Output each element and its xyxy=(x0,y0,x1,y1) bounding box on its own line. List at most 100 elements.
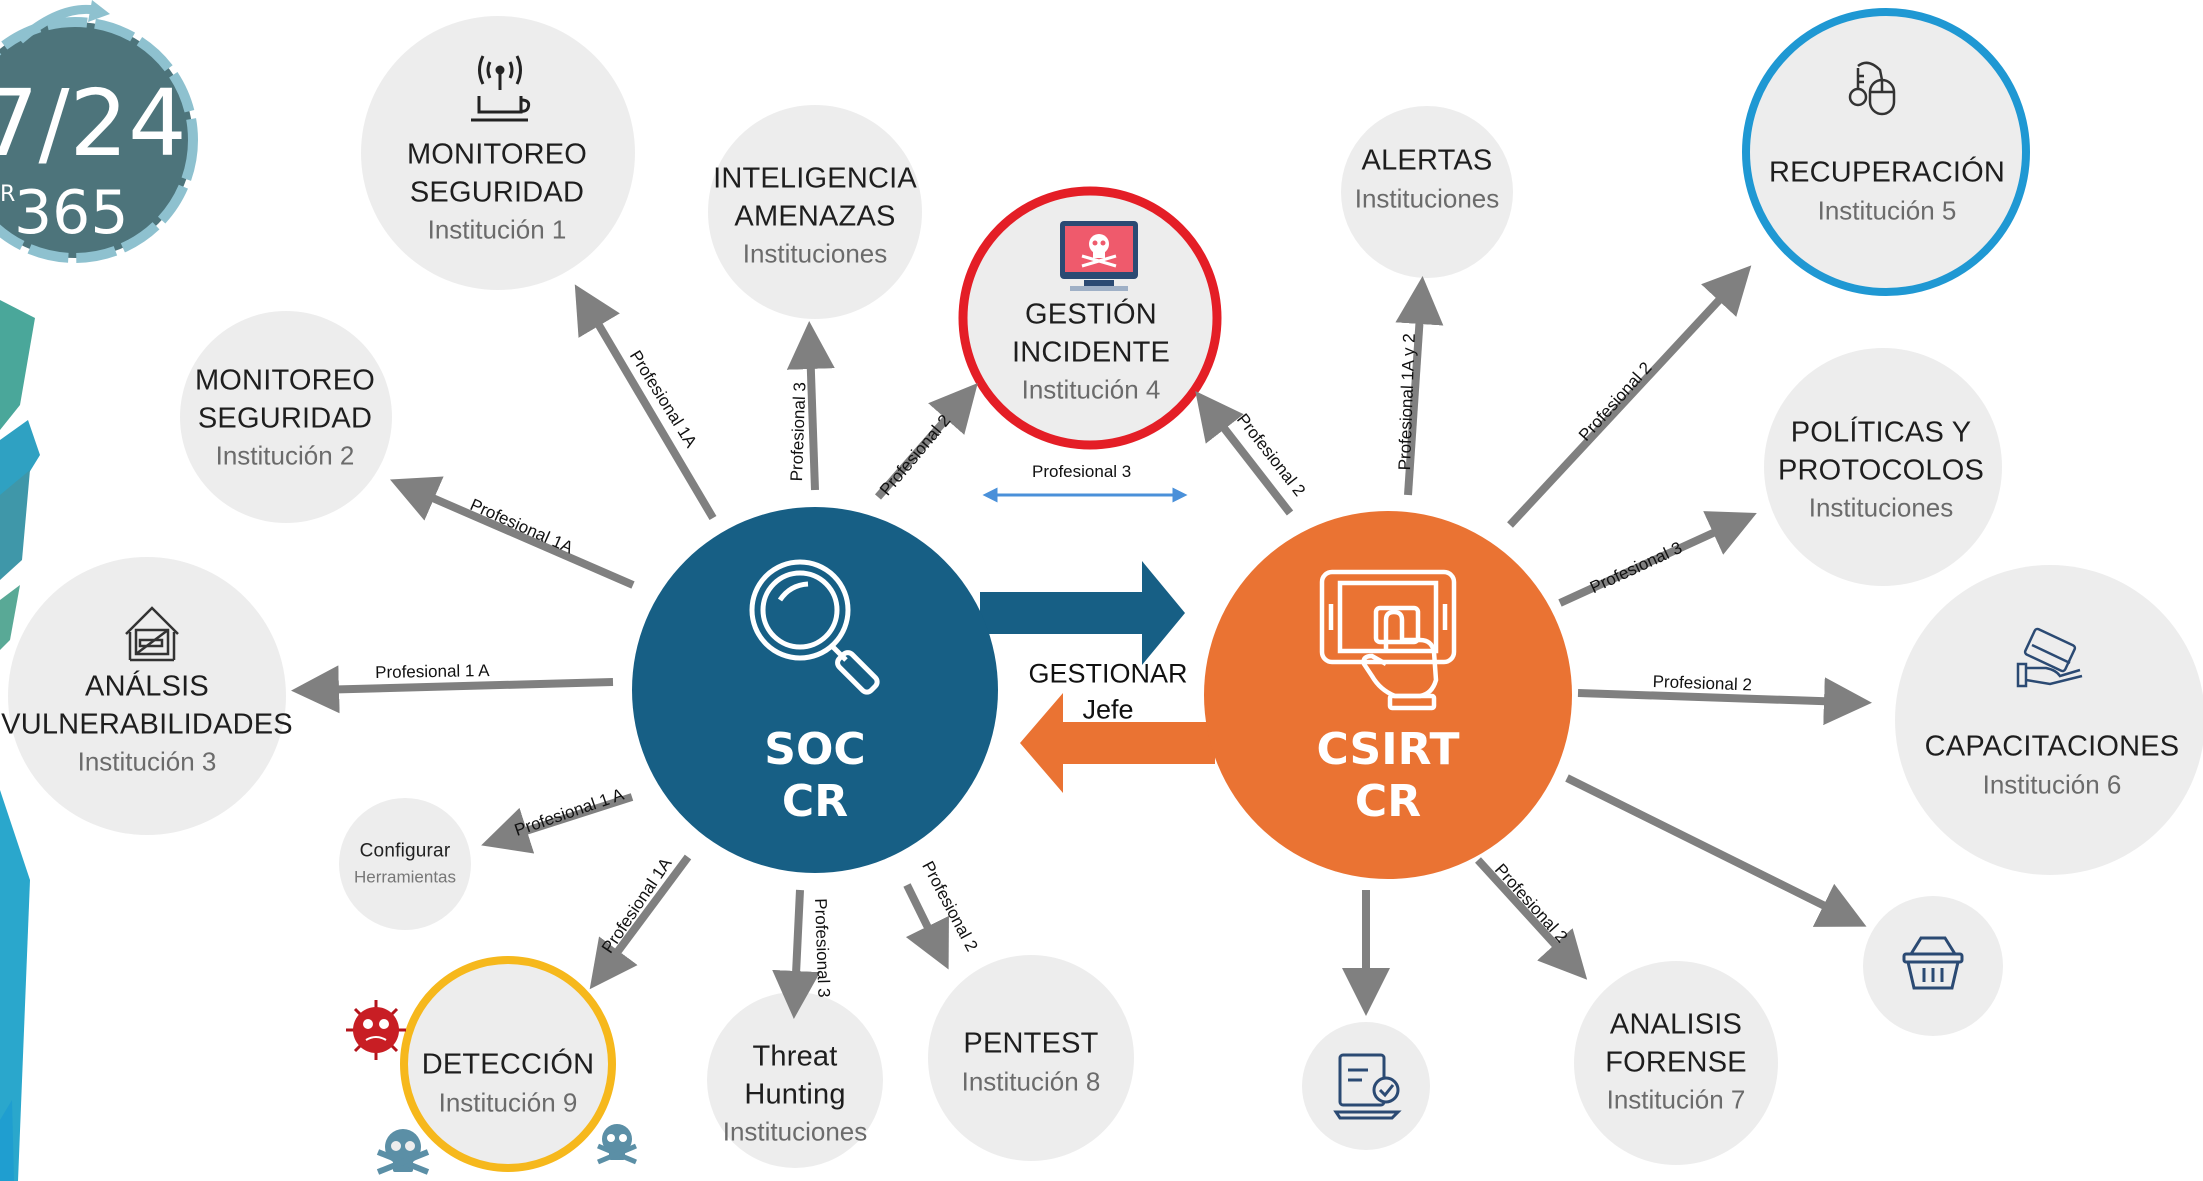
circle-monitoreo2 xyxy=(180,311,392,523)
node-title: VULNERABILIDADES xyxy=(1,708,293,741)
skull-icon xyxy=(597,1124,637,1165)
node-title: MONITOREO xyxy=(406,138,588,171)
node-gestion: GESTIÓN INCIDENTE Institución 4 xyxy=(1012,296,1170,407)
arrow-to-forense xyxy=(1475,857,1588,980)
node-sub: Institución 7 xyxy=(1606,1084,1746,1115)
hub-csirt-line2: CR xyxy=(1354,776,1422,827)
node-title: SEGURIDAD xyxy=(409,176,585,209)
node-title: FORENSE xyxy=(1605,1046,1747,1079)
circle-basket xyxy=(1863,896,2003,1036)
arrow-to-recuperacion xyxy=(1507,265,1752,528)
node-title: Threat xyxy=(752,1040,838,1073)
node-sub: Institución 2 xyxy=(215,440,355,471)
circle-threat xyxy=(707,992,883,1168)
circle-configurar xyxy=(339,798,471,930)
hub-soc-line1: SOC xyxy=(764,724,866,776)
circle-analisis xyxy=(8,557,286,835)
arrow-to-inteligencia xyxy=(786,321,835,491)
node-title: Hunting xyxy=(744,1078,846,1111)
node-politicas: POLÍTICAS Y PROTOCOLOS Instituciones xyxy=(1778,414,1984,525)
circle-forense xyxy=(1574,961,1778,1165)
node-recuperacion: RECUPERACIÓN Institución 5 xyxy=(1769,154,2005,227)
hub-soc-line2: CR xyxy=(781,776,849,827)
arrow-to-alertas xyxy=(1395,276,1444,496)
circle-deteccion xyxy=(400,956,616,1172)
node-title: ANALISIS xyxy=(1609,1008,1743,1041)
node-sub: Institución 9 xyxy=(438,1086,578,1117)
badge-big-text: 7/24 xyxy=(0,70,187,177)
node-title: Configurar xyxy=(359,840,451,862)
center-line2: Jefe xyxy=(1082,695,1134,725)
circle-politicas xyxy=(1764,348,2002,586)
circle-laptop xyxy=(1302,1022,1430,1150)
node-sub: Instituciones xyxy=(742,238,888,269)
arrow-csirt-to-soc xyxy=(1020,693,1215,793)
circle-alertas xyxy=(1341,106,1513,278)
arrow-to-basket xyxy=(1565,774,1867,927)
node-title: AMENAZAS xyxy=(734,200,896,233)
arrow-to-capacitaciones xyxy=(1577,677,1872,726)
arrow-to-deteccion xyxy=(589,854,692,990)
node-title: PROTOCOLOS xyxy=(1777,454,1985,487)
node-title: POLÍTICAS Y xyxy=(1790,416,1972,449)
circle-gestion xyxy=(958,186,1222,450)
tablet-touch-icon xyxy=(1319,569,1457,711)
arrow-to-configurar xyxy=(481,793,634,854)
center-gestionar-label: GESTIONAR Jefe xyxy=(1028,656,1187,729)
node-sub: Institución 3 xyxy=(77,746,217,777)
node-sub: Instituciones xyxy=(1354,182,1500,213)
skull-monitor-icon xyxy=(1060,221,1138,291)
node-title: INTELIGENCIA xyxy=(713,162,917,195)
circle-recuperacion xyxy=(1742,8,2030,296)
arrow-to-monitoreo1 xyxy=(574,284,717,521)
arrow-to-politicas xyxy=(1558,511,1757,607)
node-monitoreo1: MONITOREO SEGURIDAD Institución 1 xyxy=(407,136,587,247)
blue-arrow-label: Profesional 3 xyxy=(1032,462,1132,481)
card-hand-icon xyxy=(2016,627,2083,688)
node-title: GESTIÓN xyxy=(1025,298,1157,331)
node-sub: Herramientas xyxy=(353,867,457,887)
magnifier-icon xyxy=(749,559,880,695)
arrow-to-gestion-soc xyxy=(874,382,978,500)
node-sub: Instituciones xyxy=(722,1116,868,1147)
node-sub: Instituciones xyxy=(1808,492,1954,523)
node-deteccion: DETECCIÓN Institución 9 xyxy=(422,1046,595,1119)
wireless-cup-icon xyxy=(471,55,531,122)
skull-icon xyxy=(376,1129,430,1175)
node-title: ANÁLSIS xyxy=(85,670,209,703)
circle-inteligencia xyxy=(708,105,922,319)
node-title: PENTEST xyxy=(963,1027,1099,1060)
node-capacitaciones: CAPACITACIONES Institución 6 xyxy=(1925,728,2180,801)
basket-icon xyxy=(1902,936,1964,990)
arrow-to-threat xyxy=(772,889,821,1019)
arrow-to-pentest xyxy=(903,883,949,970)
node-pentest: PENTEST Institución 8 xyxy=(962,1025,1101,1098)
hub-csirt-label: CSIRT CR xyxy=(1316,724,1459,828)
circle-capacitaciones xyxy=(1895,565,2203,875)
badge-prefix: R xyxy=(0,182,16,207)
arrow-to-monitoreo2 xyxy=(389,476,635,589)
arrow-label-analisis: Profesional 1 A xyxy=(375,661,490,682)
node-inteligencia: INTELIGENCIA AMENAZAS Instituciones xyxy=(713,160,917,271)
hub-csirt-line1: CSIRT xyxy=(1316,724,1460,776)
center-line1: GESTIONAR xyxy=(1028,658,1188,689)
circle-monitoreo1 xyxy=(361,16,635,290)
node-configurar: Configurar Herramientas xyxy=(354,840,456,889)
node-title: MONITOREO xyxy=(194,364,376,397)
badge-small-text: 365 xyxy=(14,178,129,248)
node-sub: Institución 6 xyxy=(1982,768,2122,799)
no-smoking-house-icon xyxy=(125,606,179,662)
node-forense: ANALISIS FORENSE Institución 7 xyxy=(1605,1006,1747,1117)
node-sub: Institución 1 xyxy=(427,214,567,245)
node-title: ALERTAS xyxy=(1361,144,1493,177)
node-title: SEGURIDAD xyxy=(197,402,373,435)
hub-soc-label: SOC CR xyxy=(764,724,865,828)
hub-soc xyxy=(632,507,998,873)
arrow-soc-to-csirt xyxy=(980,561,1185,665)
arrow-to-gestion-csirt xyxy=(1195,391,1294,516)
arrow-label-capacitaciones: Profesional 2 xyxy=(1652,672,1753,695)
node-alertas: ALERTAS Instituciones xyxy=(1355,142,1500,215)
